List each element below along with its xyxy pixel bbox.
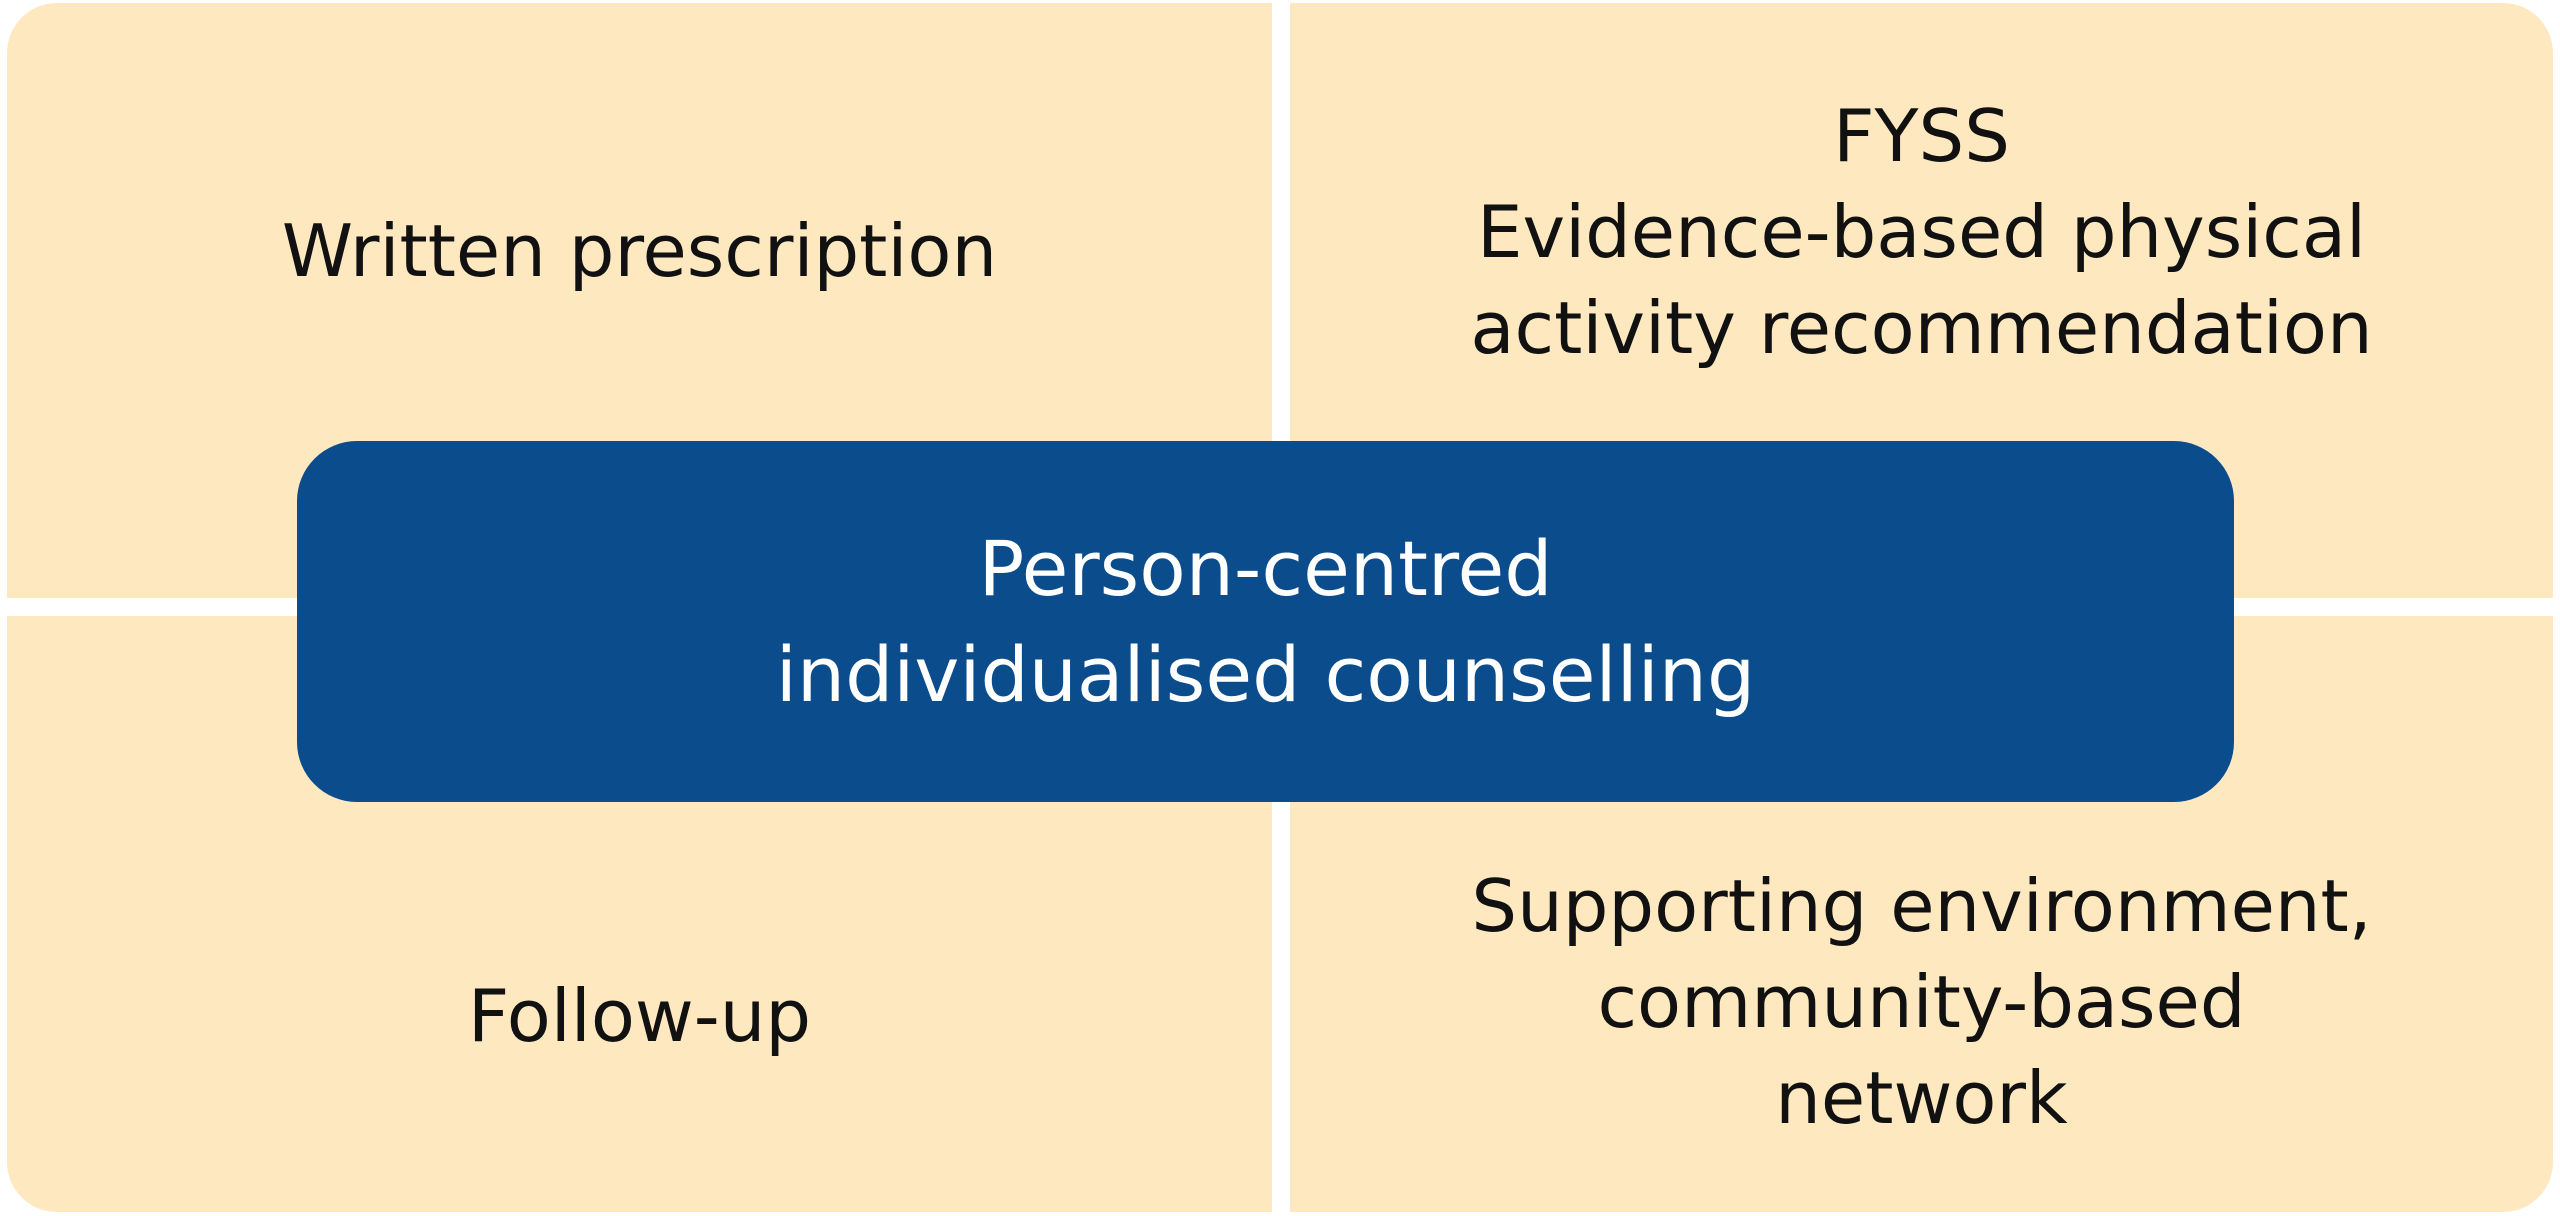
panel-text: Evidence-based physical	[1477, 190, 2366, 274]
panel-text: Supporting environment,	[1471, 864, 2372, 948]
center-text: individualised counselling	[775, 629, 1756, 719]
panel-text: FYSS	[1833, 94, 2010, 178]
panel-text: community-based	[1597, 960, 2246, 1044]
panel-text: Written prescription	[281, 209, 998, 293]
center-text: Person-centred	[978, 523, 1553, 613]
center-box-counselling: Person-centred individualised counsellin…	[297, 441, 2234, 802]
panel-fyss: FYSS Evidence-based physical activity re…	[1290, 3, 2553, 598]
panel-text: activity recommendation	[1470, 286, 2373, 370]
panel-text: network	[1775, 1056, 2068, 1140]
panel-text: Follow-up	[467, 974, 812, 1058]
